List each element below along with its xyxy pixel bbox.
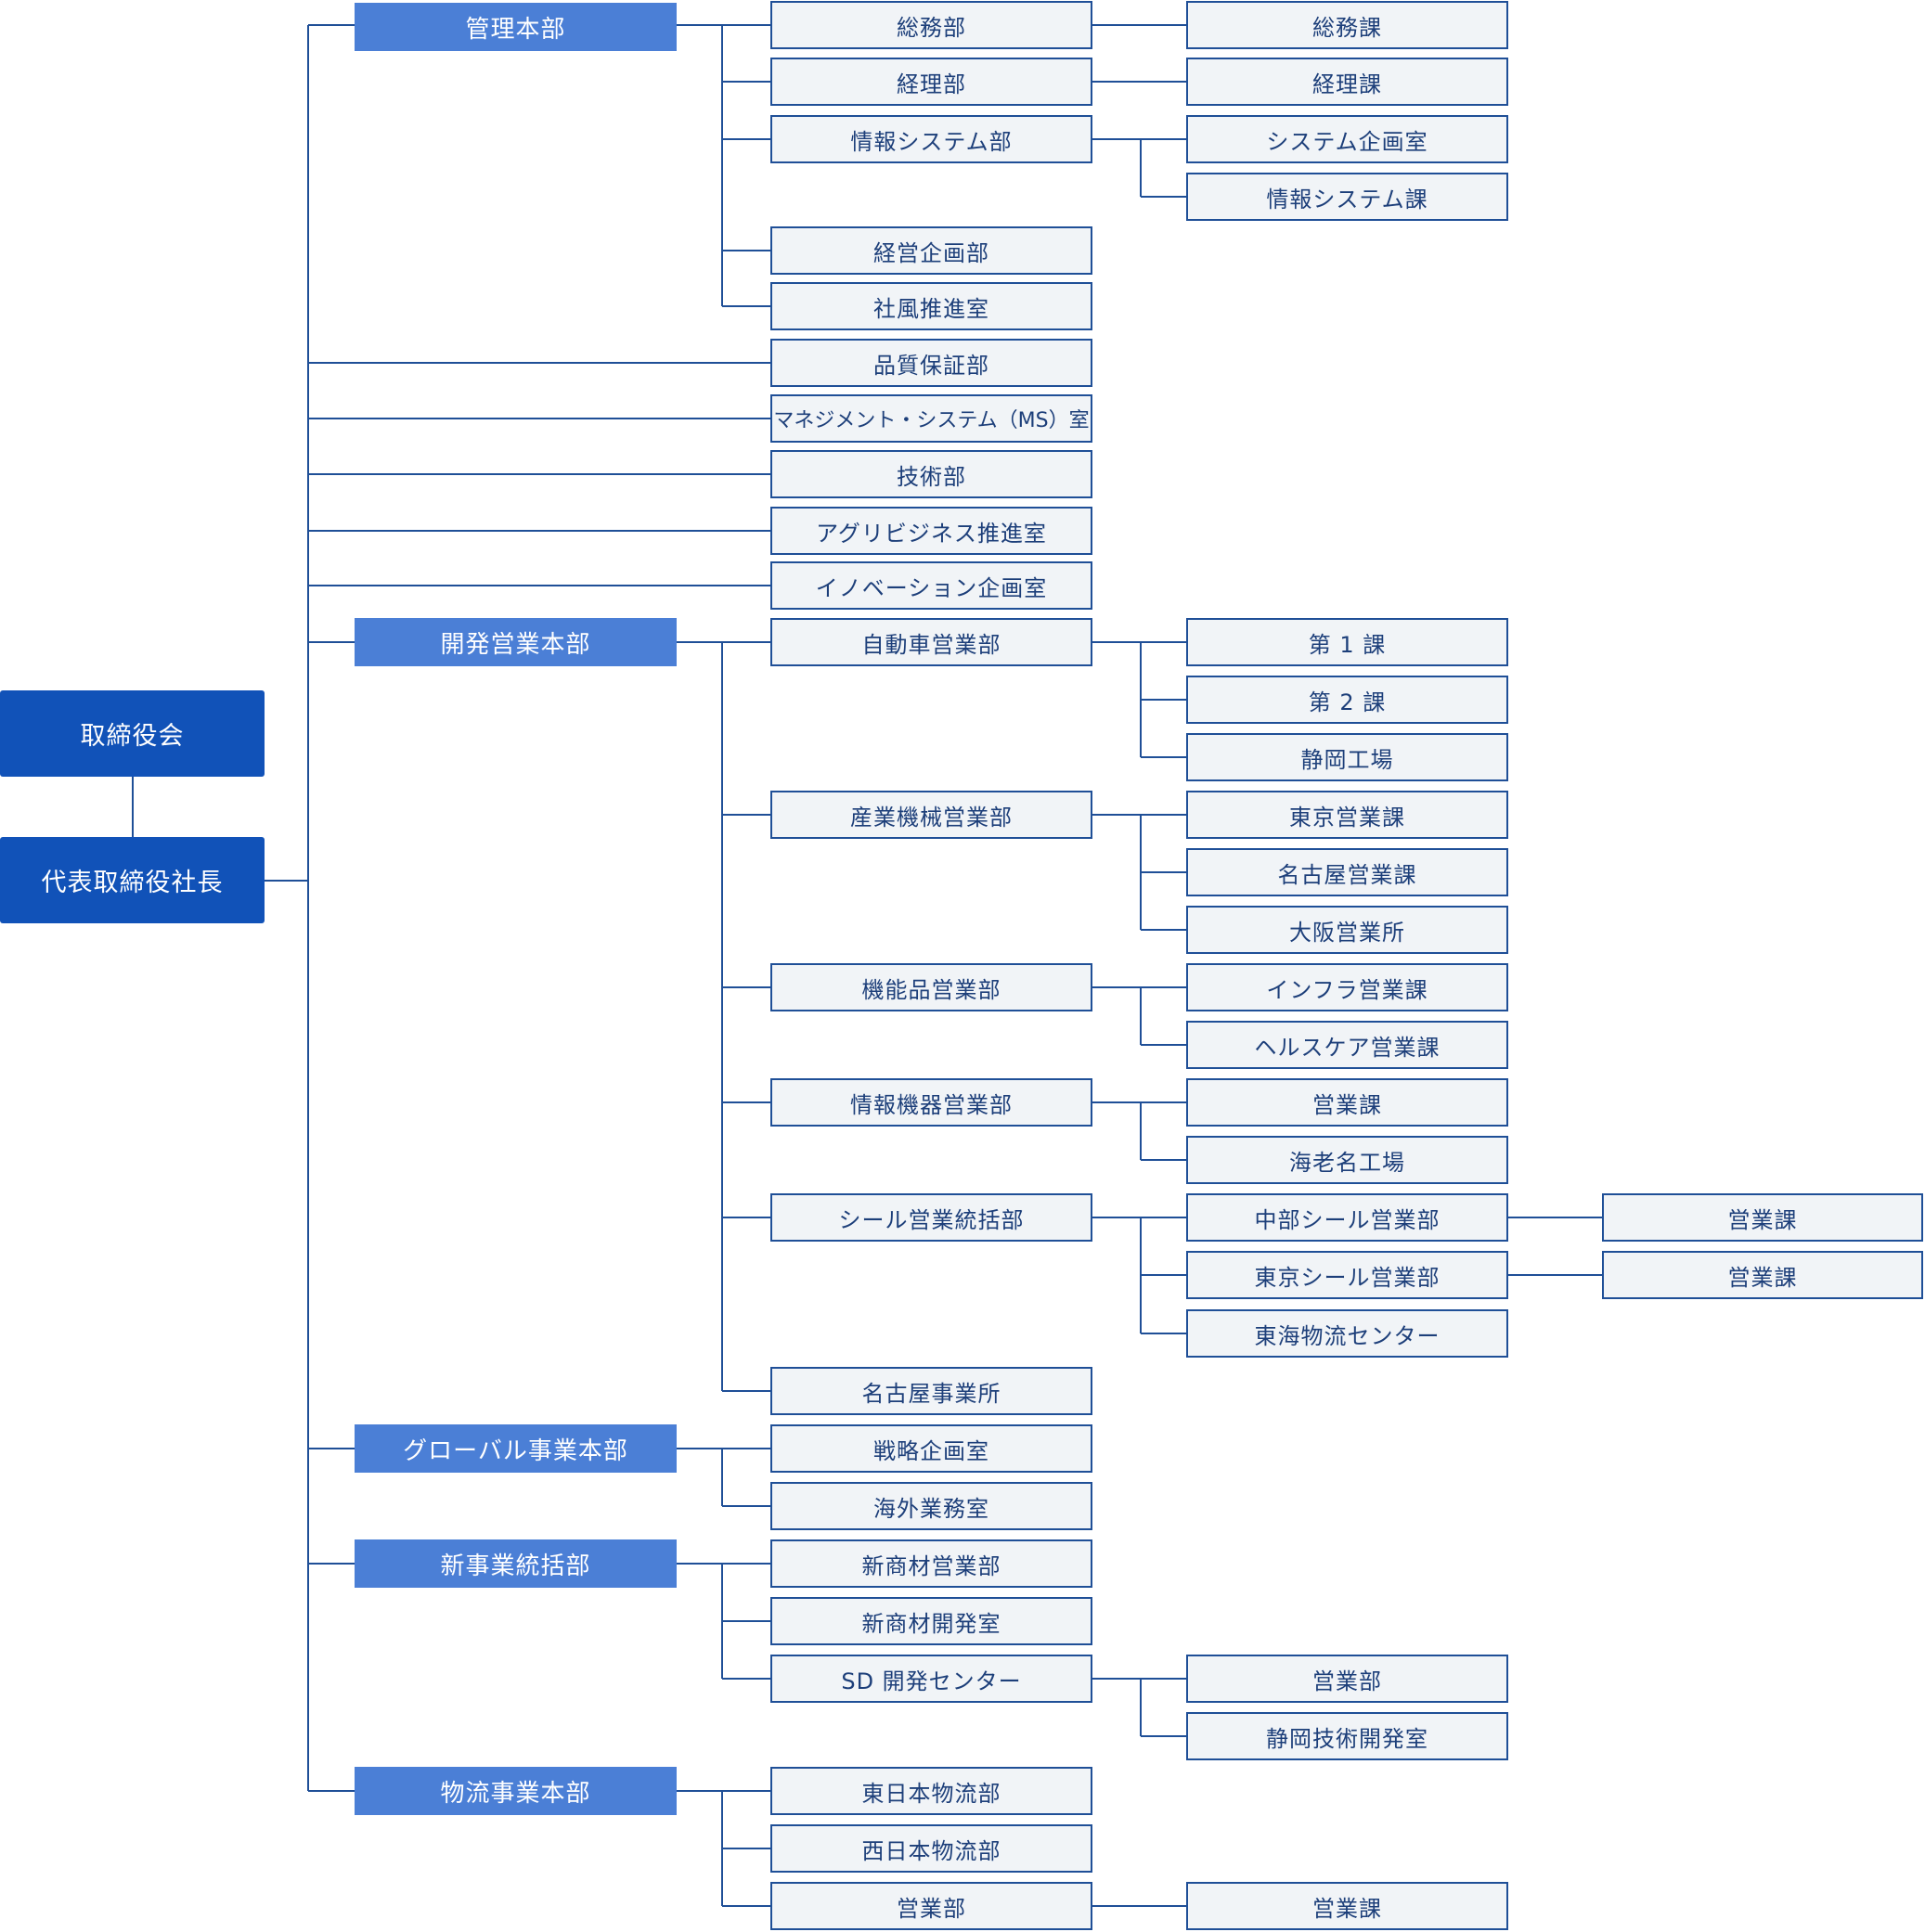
section-tokyo-seal: 東京シール営業部 bbox=[1186, 1251, 1508, 1299]
dept-joho-kiki: 情報機器営業部 bbox=[770, 1078, 1092, 1127]
dept-jidosha: 自動車営業部 bbox=[770, 618, 1092, 666]
dept-sd-center: SD 開発センター bbox=[770, 1655, 1092, 1703]
dept-senryaku: 戦略企画室 bbox=[770, 1424, 1092, 1473]
section-infra-eigyoka: インフラ営業課 bbox=[1186, 963, 1508, 1011]
section-healthcare-eigyoka: ヘルスケア営業課 bbox=[1186, 1021, 1508, 1069]
dept-ms: マネジメント・システム（MS）室 bbox=[770, 394, 1092, 443]
section-system-kikaku: システム企画室 bbox=[1186, 115, 1508, 163]
section-ebina-kojo: 海老名工場 bbox=[1186, 1136, 1508, 1184]
dept-keiri: 経理部 bbox=[770, 58, 1092, 106]
division-kaihatsu-eigyo: 開発営業本部 bbox=[355, 618, 677, 666]
section-joho-system-ka: 情報システム課 bbox=[1186, 173, 1508, 221]
section-eigyoka: 営業課 bbox=[1186, 1078, 1508, 1127]
section-tokai-butsuryu: 東海物流センター bbox=[1186, 1309, 1508, 1358]
dept-keiei-kikaku: 経営企画部 bbox=[770, 226, 1092, 275]
dept-kinouhin: 機能品営業部 bbox=[770, 963, 1092, 1011]
section-butsuryu-eigyoka: 営業課 bbox=[1186, 1882, 1508, 1930]
dept-somu: 総務部 bbox=[770, 1, 1092, 49]
dept-gijutsu: 技術部 bbox=[770, 450, 1092, 498]
unit-tokyo-eigyoka: 営業課 bbox=[1602, 1251, 1923, 1299]
dept-seal: シール営業統括部 bbox=[770, 1193, 1092, 1242]
unit-chubu-eigyoka: 営業課 bbox=[1602, 1193, 1923, 1242]
dept-shafu: 社風推進室 bbox=[770, 282, 1092, 330]
president-box: 代表取締役社長 bbox=[0, 837, 265, 923]
dept-innovation: イノベーション企画室 bbox=[770, 561, 1092, 610]
division-butsuryu: 物流事業本部 bbox=[355, 1767, 677, 1815]
section-nagoya-eigyoka: 名古屋営業課 bbox=[1186, 848, 1508, 896]
dept-kaigai: 海外業務室 bbox=[770, 1482, 1092, 1530]
division-global: グローバル事業本部 bbox=[355, 1424, 677, 1473]
section-dai1: 第 1 課 bbox=[1186, 618, 1508, 666]
section-osaka-eigyosho: 大阪営業所 bbox=[1186, 906, 1508, 954]
dept-butsuryu-eigyobu: 営業部 bbox=[770, 1882, 1092, 1930]
section-sd-eigyobu: 営業部 bbox=[1186, 1655, 1508, 1703]
dept-higashi-nihon: 東日本物流部 bbox=[770, 1767, 1092, 1815]
section-shizuoka-gijutsu: 静岡技術開発室 bbox=[1186, 1712, 1508, 1760]
section-chubu-seal: 中部シール営業部 bbox=[1186, 1193, 1508, 1242]
section-somuka: 総務課 bbox=[1186, 1, 1508, 49]
dept-sangyo-kikai: 産業機械営業部 bbox=[770, 791, 1092, 839]
dept-shinshouzai-eigyo: 新商材営業部 bbox=[770, 1539, 1092, 1588]
section-keirika: 経理課 bbox=[1186, 58, 1508, 106]
board-box: 取締役会 bbox=[0, 690, 265, 777]
section-tokyo-eigyoka: 東京営業課 bbox=[1186, 791, 1508, 839]
division-kanri: 管理本部 bbox=[355, 3, 677, 51]
dept-hinshitsu: 品質保証部 bbox=[770, 339, 1092, 387]
dept-shinshouzai-kaihatsu: 新商材開発室 bbox=[770, 1597, 1092, 1645]
division-shinjigyo: 新事業統括部 bbox=[355, 1539, 677, 1588]
section-shizuoka-kojo: 静岡工場 bbox=[1186, 733, 1508, 781]
dept-joho-system: 情報システム部 bbox=[770, 115, 1092, 163]
dept-nishi-nihon: 西日本物流部 bbox=[770, 1824, 1092, 1873]
dept-agri: アグリビジネス推進室 bbox=[770, 507, 1092, 555]
dept-nagoya-jigyosho: 名古屋事業所 bbox=[770, 1367, 1092, 1415]
section-dai2: 第 2 課 bbox=[1186, 676, 1508, 724]
